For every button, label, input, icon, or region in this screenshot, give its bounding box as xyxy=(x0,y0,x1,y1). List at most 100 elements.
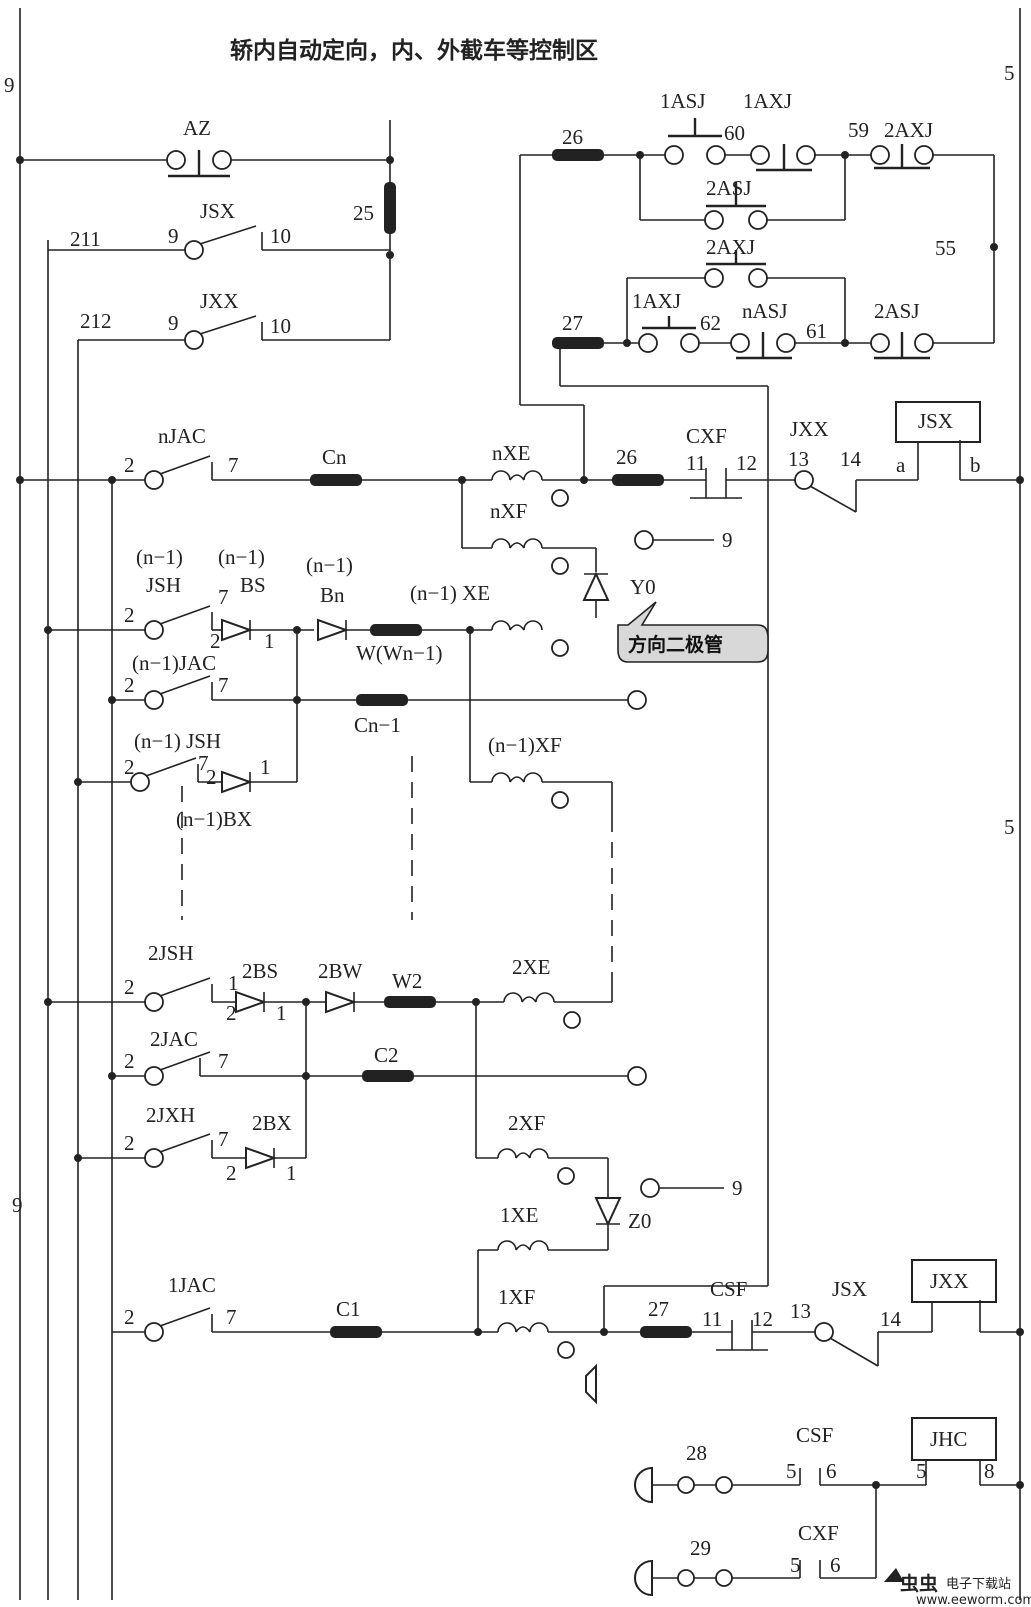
svg-text:7: 7 xyxy=(218,1049,229,1073)
csf-label: CSF xyxy=(710,1277,747,1301)
diagram-title: 轿内自动定向，内、外截车等控制区 xyxy=(230,37,598,64)
2bx-diode xyxy=(245,1146,277,1170)
svg-text:6: 6 xyxy=(830,1553,841,1577)
svg-text:10: 10 xyxy=(270,224,291,248)
svg-text:7: 7 xyxy=(218,673,229,697)
2bw-diode xyxy=(325,990,357,1014)
y0-diode xyxy=(582,571,610,601)
svg-text:1: 1 xyxy=(264,629,275,653)
svg-text:2: 2 xyxy=(226,1001,237,1025)
svg-text:2: 2 xyxy=(124,673,135,697)
svg-text:7: 7 xyxy=(218,585,229,609)
jxx-contact-row: 212 9 JXX 10 xyxy=(78,289,390,350)
nxf-y0-branch: nXF 9 Y0 方向二极管 xyxy=(461,480,769,663)
svg-text:2: 2 xyxy=(124,453,135,477)
bs-n1-diode xyxy=(221,618,253,642)
bottom-jhc-section: 28 CSF 5 6 JHC 5 8 29 CXF 5 6 xyxy=(634,1417,1024,1597)
dashed-continuation xyxy=(181,756,613,980)
jsx-contact-label: JSX xyxy=(200,199,235,223)
direction-logic-block: 26 1ASJ 1AXJ 60 59 2AXJ 55 2ASJ 2AXJ xyxy=(519,89,998,1270)
svg-text:11: 11 xyxy=(702,1307,722,1331)
resistor-wn1 xyxy=(370,624,422,636)
2asj-bot-label: 2ASJ xyxy=(874,299,920,323)
svg-text:1: 1 xyxy=(260,755,271,779)
z0-label: Z0 xyxy=(628,1209,651,1233)
svg-text:14: 14 xyxy=(840,447,862,471)
2bx-label: 2BX xyxy=(252,1111,292,1135)
floor-2-jac-row: 2JAC 2 7 C2 xyxy=(108,1027,647,1086)
1xe-label: 1XE xyxy=(500,1203,539,1227)
svg-text:59: 59 xyxy=(848,118,869,142)
svg-text:61: 61 xyxy=(806,319,827,343)
n1-jac-label: (n−1)JAC xyxy=(132,651,216,675)
svg-text:9: 9 xyxy=(168,224,179,248)
svg-text:9: 9 xyxy=(722,528,733,552)
jxx-contact-label: JXX xyxy=(200,289,239,313)
bottom-cxf-label: CXF xyxy=(798,1521,839,1545)
w2-label: W2 xyxy=(392,969,422,993)
resistor-cn xyxy=(310,474,362,486)
2xe-label: 2XE xyxy=(512,955,551,979)
coil-jxx-label: JXX xyxy=(930,1269,969,1293)
2xf-contact xyxy=(497,1148,549,1159)
cn1-label: Cn−1 xyxy=(354,713,401,737)
bottom-csf-label: CSF xyxy=(796,1423,833,1447)
svg-text:2: 2 xyxy=(206,765,217,789)
svg-text:b: b xyxy=(970,453,981,477)
n1-bs-label: BS xyxy=(240,573,266,597)
svg-text:5: 5 xyxy=(916,1459,927,1483)
floor-2-call-row: 2JSH 2 1 2BS 2 1 2BW W2 2XE xyxy=(44,941,613,1029)
watermark-logo-icon xyxy=(884,1568,904,1582)
svg-text:27: 27 xyxy=(562,311,583,335)
lamp-29-icon xyxy=(634,1559,653,1597)
svg-text:(n−1): (n−1) xyxy=(136,545,183,569)
1xe-contact xyxy=(497,1240,549,1251)
y0-label: Y0 xyxy=(630,575,656,599)
svg-text:1: 1 xyxy=(286,1161,297,1185)
resistor-26-top xyxy=(552,149,604,161)
svg-text:2: 2 xyxy=(124,603,135,627)
2xe-contact xyxy=(503,992,555,1003)
svg-text:(n−1): (n−1) xyxy=(218,545,265,569)
lamp-29-label: 29 xyxy=(690,1536,711,1560)
svg-text:1: 1 xyxy=(276,1001,287,1025)
svg-text:14: 14 xyxy=(880,1307,902,1331)
svg-text:60: 60 xyxy=(724,121,745,145)
resistor-25-label: 25 xyxy=(353,201,374,225)
1xf-contact xyxy=(497,1322,549,1333)
up-direction-row: 2 nJAC 7 Cn nXE 26 CXF 11 12 JXX 13 14 J… xyxy=(16,401,1024,513)
floor-2-jxh-row: 2JXH 2 7 2BX 2 1 xyxy=(74,1002,307,1185)
2jsh-label: 2JSH xyxy=(148,941,194,965)
resistor-26 xyxy=(612,474,664,486)
2bs-diode xyxy=(235,990,267,1014)
watermark: 虫虫 电子下载站 www.eeworm.com xyxy=(884,1568,1031,1607)
svg-text:2: 2 xyxy=(226,1161,237,1185)
jsx-contact-row: 211 9 JSX 10 xyxy=(48,199,390,260)
svg-text:62: 62 xyxy=(700,311,721,335)
n1-bn-label: Bn xyxy=(320,583,345,607)
svg-text:5: 5 xyxy=(790,1553,801,1577)
az-contact-right xyxy=(212,150,232,170)
jsx-down-label: JSX xyxy=(832,1277,867,1301)
rail-label-left-bottom: 9 xyxy=(12,1193,23,1217)
n1-xf-label: (n−1)XF xyxy=(488,733,562,757)
bx-n1-diode xyxy=(221,770,253,794)
1asj-label: 1ASJ xyxy=(660,89,706,113)
c2-label: C2 xyxy=(374,1043,399,1067)
svg-text:13: 13 xyxy=(788,447,809,471)
floor-n1-call-row: (n−1) JSH 2 7 (n−1) BS 2 1 (n−1) Bn (n−1… xyxy=(44,545,569,665)
resistor-c1 xyxy=(330,1326,382,1338)
coil-jhc-label: JHC xyxy=(930,1427,967,1451)
svg-text:7: 7 xyxy=(218,1127,229,1151)
1axj-bot-label: 1AXJ xyxy=(632,289,681,313)
nxf-label: nXF xyxy=(490,499,527,523)
svg-text:12: 12 xyxy=(736,451,757,475)
njac-label: nJAC xyxy=(158,424,206,448)
direction-diode-callout xyxy=(617,601,769,663)
coil-jxx xyxy=(911,1259,997,1303)
svg-text:9: 9 xyxy=(168,311,179,335)
2bs-label: 2BS xyxy=(242,959,278,983)
az-contact-left xyxy=(166,150,186,170)
wire-211-label: 211 xyxy=(70,227,101,251)
